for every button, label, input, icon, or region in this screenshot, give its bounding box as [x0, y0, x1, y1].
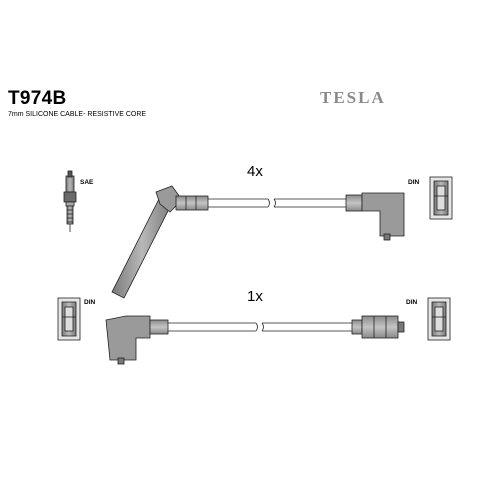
cable-2-end-a-label: DIN: [84, 299, 96, 306]
brand-logo: TESLA: [320, 88, 386, 107]
cable-1: [111, 185, 405, 299]
spark-plug-icon: [63, 170, 77, 232]
cable-1-end-b-label: DIN: [408, 179, 420, 186]
cable-2: [105, 315, 405, 365]
cable-2-quantity: 1x: [247, 288, 263, 305]
cable-1-quantity: 4x: [247, 163, 263, 180]
din-boot-icon: [429, 176, 453, 220]
din-boot-icon: [57, 297, 81, 341]
part-code: T974B: [8, 88, 67, 109]
cable-2-end-b-label: DIN: [406, 299, 418, 306]
cable-spec: 7mm SILICONE CABLE- RESISTIVE CORE: [8, 111, 147, 118]
cable-1-end-a-label: SAE: [80, 179, 94, 186]
din-boot-icon: [427, 297, 451, 341]
